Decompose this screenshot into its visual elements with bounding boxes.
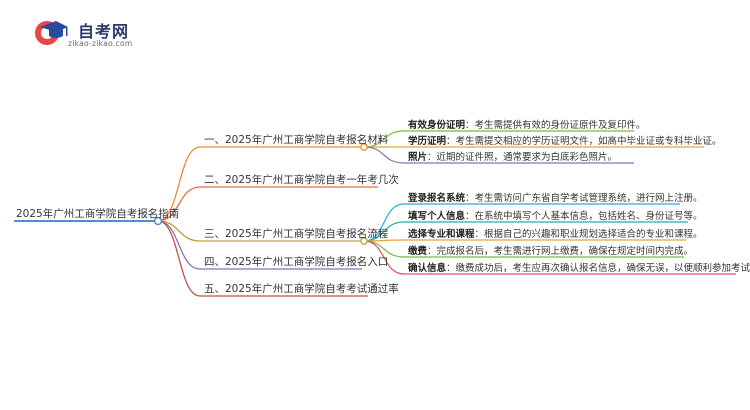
leaf-connector-3-1 (363, 203, 680, 242)
leaf-3-2[interactable]: 填写个人信息：在系统中填写个人基本信息，包括姓名、身份证号等。 (408, 211, 703, 222)
leaf-connector-1-3 (363, 146, 634, 164)
branch-3-node-dot (360, 237, 368, 245)
branch-1-node-dot (360, 143, 368, 151)
root-node-dot (153, 216, 163, 226)
branch-connector-2 (157, 186, 378, 222)
branch-4-label[interactable]: 四、2025年广州工商学院自考报名入口 (204, 256, 389, 268)
leaf-3-4[interactable]: 缴费：完成报名后，考生需进行网上缴费，确保在规定时间内完成。 (408, 246, 694, 257)
leaf-3-5[interactable]: 确认信息：缴费成功后，考生应再次确认报名信息，确保无误，以便顺利参加考试。 (408, 263, 750, 274)
leaf-1-3[interactable]: 照片：近期的证件照，通常要求为白底彩色照片。 (408, 152, 618, 163)
branch-connector-3 (157, 220, 360, 242)
leaf-1-1[interactable]: 有效身份证明：考生需提供有效的身份证原件及复印件。 (408, 120, 646, 131)
root-node-label[interactable]: 2025年广州工商学院自考报名指南 (16, 208, 180, 220)
branch-connector-1 (157, 146, 360, 222)
branch-3-label[interactable]: 三、2025年广州工商学院自考报名流程 (204, 228, 389, 240)
logo-url: zikao-zikao.com (68, 39, 133, 48)
branch-2-label[interactable]: 二、2025年广州工商学院自考一年考几次 (204, 174, 399, 186)
leaf-1-2[interactable]: 学历证明：考生需提交相应的学历证明文件，如高中毕业证或专科毕业证。 (408, 136, 722, 147)
leaf-connector-3-2 (363, 221, 688, 242)
branch-connector-5 (157, 220, 368, 297)
branch-5-label[interactable]: 五、2025年广州工商学院自考考试通过率 (204, 283, 399, 295)
branch-1-label[interactable]: 一、2025年广州工商学院自考报名材料 (204, 134, 389, 146)
site-logo[interactable]: 自考网 zikao-zikao.com (30, 14, 170, 54)
leaf-3-3[interactable]: 选择专业和课程：根据自己的兴趣和职业规划选择适合的专业和课程。 (408, 229, 703, 240)
graduation-cap-icon (35, 21, 68, 45)
logo-name: 自考网 (78, 22, 130, 41)
leaf-3-1[interactable]: 登录报名系统：考生需访问广东省自学考试管理系统，进行网上注册。 (408, 193, 703, 204)
leaf-connector-3-5 (363, 240, 736, 275)
